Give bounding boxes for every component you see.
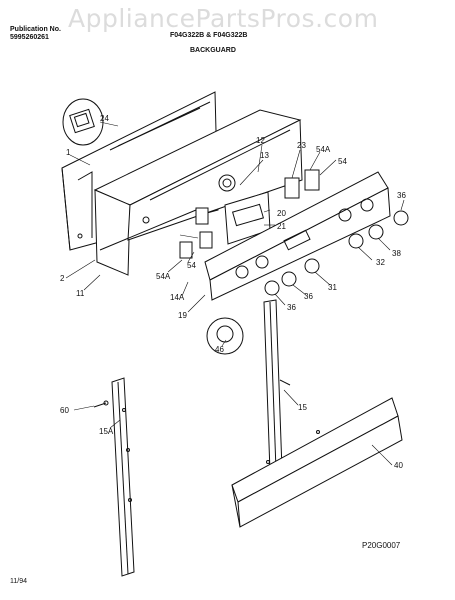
control-switches — [179, 169, 320, 259]
callout-36-middle: 36 — [304, 292, 313, 301]
callout-32: 32 — [376, 258, 385, 267]
callout-12: 12 — [256, 136, 265, 145]
callout-labels: 1 2 11 12 13 14A 15 15A 19 20 21 23 24 3… — [60, 114, 406, 470]
callout-38: 38 — [392, 249, 401, 258]
diagram-code: P20G0007 — [362, 541, 401, 550]
model-numbers: F04G322B & F04G322B — [170, 32, 248, 39]
section-title: BACKGUARD — [190, 47, 236, 54]
callout-36-lower: 36 — [287, 303, 296, 312]
publication-number: 5995260261 — [10, 34, 49, 41]
callout-54a-top: 54A — [316, 145, 331, 154]
watermark: AppliancePartsPros.com — [68, 4, 379, 33]
callout-19: 19 — [178, 311, 187, 320]
knob-detail — [206, 317, 244, 355]
callout-13: 13 — [260, 151, 269, 160]
manifold-cover — [231, 397, 403, 528]
callout-1: 1 — [66, 148, 71, 157]
clock-module — [218, 174, 271, 245]
leader-lines — [65, 121, 405, 466]
callout-36-right: 36 — [397, 191, 406, 200]
callout-31: 31 — [328, 283, 337, 292]
callout-20: 20 — [277, 209, 286, 218]
control-panel — [204, 171, 391, 301]
callout-11: 11 — [76, 289, 85, 298]
control-knobs — [264, 210, 409, 296]
callout-21: 21 — [277, 222, 286, 231]
publication-label: Publication No. — [10, 26, 61, 33]
right-end-bracket — [263, 299, 291, 473]
callout-46: 46 — [215, 345, 224, 354]
callout-23: 23 — [297, 141, 306, 150]
callout-40: 40 — [394, 461, 403, 470]
callout-60: 60 — [60, 406, 69, 415]
callout-15: 15 — [298, 403, 307, 412]
callout-54-left: 54 — [187, 261, 196, 270]
screw — [93, 400, 109, 408]
backguard-frame — [93, 109, 303, 276]
revision-date: 11/94 — [10, 578, 27, 585]
callout-54a-left: 54A — [156, 272, 171, 281]
rocker-switch — [62, 98, 104, 146]
left-end-bracket — [111, 377, 135, 577]
callout-2: 2 — [60, 274, 65, 283]
callout-15a: 15A — [99, 427, 114, 436]
callout-14a: 14A — [170, 293, 185, 302]
callout-24: 24 — [100, 114, 109, 123]
callout-54-top: 54 — [338, 157, 347, 166]
